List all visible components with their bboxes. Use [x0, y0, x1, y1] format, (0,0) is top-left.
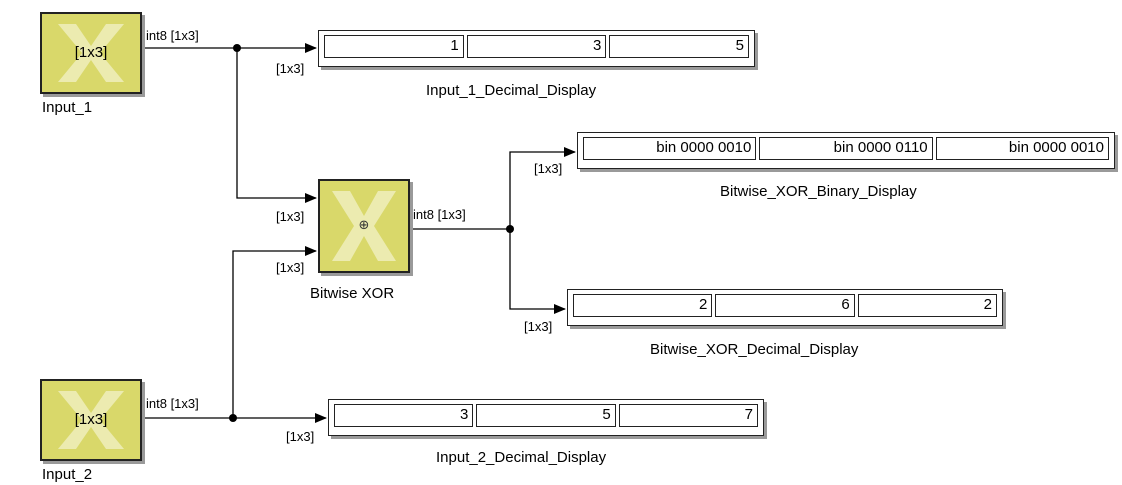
port-dim-label: [1x3] — [276, 260, 305, 275]
input-2-decimal-display[interactable]: 3 5 7 — [328, 399, 764, 436]
branch-point-xor — [506, 225, 514, 233]
wire-input1-to-xor — [236, 48, 317, 203]
display-value: bin 0000 0010 — [583, 137, 757, 160]
input-2-block[interactable]: [1x3] — [40, 379, 142, 461]
wire-input2-to-xor — [232, 246, 317, 418]
xor-signal-label: int8 [1x3] — [413, 207, 466, 222]
port-dim-label: [1x3] — [286, 429, 315, 444]
wire-xor-to-decimal-display — [509, 229, 566, 314]
xor-binary-display[interactable]: bin 0000 0010 bin 0000 0110 bin 0000 001… — [577, 132, 1115, 169]
display-value: bin 0000 0110 — [759, 137, 933, 160]
display-value: 3 — [334, 404, 474, 427]
input-2-block-label: [1x3] — [74, 411, 108, 428]
display-value: 6 — [715, 294, 855, 317]
xor-decimal-display[interactable]: 2 6 2 — [567, 289, 1003, 326]
input-2-display-name: Input_2_Decimal_Display — [436, 449, 607, 466]
display-value: 2 — [857, 294, 997, 317]
input-1-block[interactable]: [1x3] — [40, 12, 142, 94]
display-value: 7 — [618, 404, 758, 427]
branch-point-input1 — [233, 44, 241, 52]
display-value: 5 — [609, 35, 750, 58]
display-value: bin 0000 0010 — [935, 137, 1109, 160]
input-1-block-label: [1x3] — [74, 44, 108, 61]
port-dim-label: [1x3] — [524, 319, 553, 334]
port-dim-label: [1x3] — [276, 209, 305, 224]
input-1-decimal-display[interactable]: 1 3 5 — [318, 30, 755, 67]
bitwise-xor-block[interactable]: ⊕ — [318, 179, 410, 273]
port-dim-label: [1x3] — [534, 161, 563, 176]
xilinx-logo-icon — [332, 191, 396, 261]
xilinx-logo-icon — [58, 391, 124, 449]
bitwise-xor-name: Bitwise XOR — [310, 285, 395, 302]
xor-decimal-display-name: Bitwise_XOR_Decimal_Display — [650, 341, 859, 358]
input-2-name: Input_2 — [42, 466, 93, 483]
xor-binary-display-name: Bitwise_XOR_Binary_Display — [720, 183, 917, 200]
xilinx-logo-icon — [58, 24, 124, 82]
input-1-name: Input_1 — [42, 99, 93, 116]
input-1-signal-label: int8 [1x3] — [146, 28, 199, 43]
branch-point-input2 — [229, 414, 237, 422]
port-dim-label: [1x3] — [276, 61, 305, 76]
input-2-signal-label: int8 [1x3] — [146, 396, 199, 411]
display-value: 3 — [466, 35, 607, 58]
display-value: 2 — [573, 294, 713, 317]
xor-symbol-icon: ⊕ — [358, 217, 370, 232]
display-value: 1 — [324, 35, 464, 58]
input-1-display-name: Input_1_Decimal_Display — [426, 82, 597, 99]
wire-xor-to-binary-display — [509, 147, 576, 229]
display-value: 5 — [476, 404, 616, 427]
